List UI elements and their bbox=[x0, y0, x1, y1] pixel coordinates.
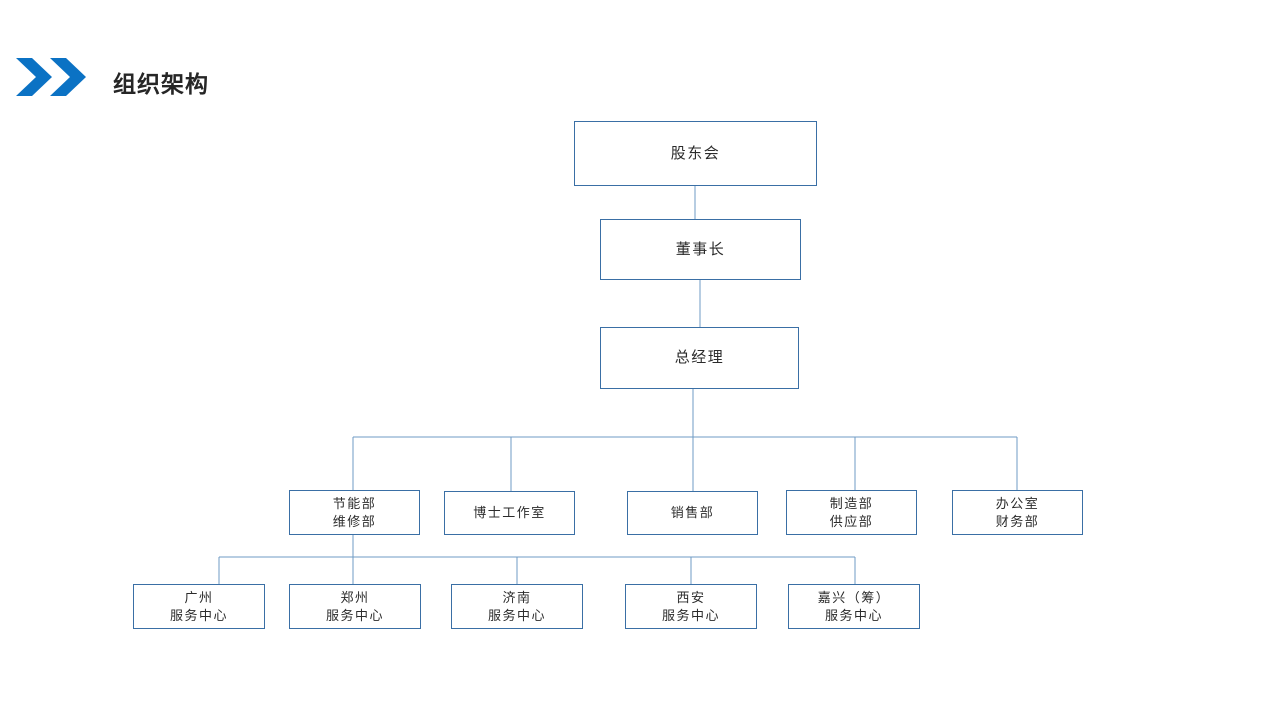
org-node-energy-maintenance[interactable]: 节能部 维修部 bbox=[289, 490, 420, 535]
org-node-label-line2: 财务部 bbox=[995, 513, 1040, 529]
org-node-label: 董事长 bbox=[675, 240, 726, 258]
org-node-label-line2: 服务中心 bbox=[661, 607, 720, 623]
chevron-right-icon-2 bbox=[48, 56, 88, 98]
org-node-chairman[interactable]: 董事长 bbox=[600, 219, 801, 280]
page-title: 组织架构 bbox=[113, 71, 209, 97]
org-node-label-line1: 制造部 bbox=[829, 496, 874, 512]
double-chevron-right-icon bbox=[14, 56, 92, 98]
org-node-sales[interactable]: 销售部 bbox=[627, 491, 758, 535]
org-node-label-line2: 服务中心 bbox=[824, 607, 883, 623]
org-node-doctoral-studio[interactable]: 博士工作室 bbox=[444, 491, 575, 535]
org-node-label-line1: 郑州 bbox=[340, 590, 370, 606]
org-node-jiaxing-service-center[interactable]: 嘉兴（筹） 服务中心 bbox=[788, 584, 920, 629]
chevron-right-icon-1 bbox=[14, 56, 54, 98]
org-node-label-line2: 服务中心 bbox=[487, 607, 546, 623]
org-node-label-line1: 广州 bbox=[184, 590, 214, 606]
org-node-shareholders[interactable]: 股东会 bbox=[574, 121, 817, 186]
org-node-label: 博士工作室 bbox=[473, 505, 546, 521]
org-node-guangzhou-service-center[interactable]: 广州 服务中心 bbox=[133, 584, 265, 629]
org-node-label: 股东会 bbox=[670, 144, 721, 162]
org-node-label-line2: 供应部 bbox=[829, 513, 874, 529]
page-header: 组织架构 bbox=[0, 0, 1280, 120]
org-node-label: 总经理 bbox=[674, 349, 725, 367]
org-node-xian-service-center[interactable]: 西安 服务中心 bbox=[625, 584, 757, 629]
org-node-label-line1: 办公室 bbox=[995, 496, 1040, 512]
org-node-label: 销售部 bbox=[670, 505, 715, 521]
org-node-jinan-service-center[interactable]: 济南 服务中心 bbox=[451, 584, 583, 629]
org-node-zhengzhou-service-center[interactable]: 郑州 服务中心 bbox=[289, 584, 421, 629]
org-node-label-line1: 济南 bbox=[502, 590, 532, 606]
org-node-label-line1: 嘉兴（筹） bbox=[817, 590, 891, 606]
org-node-label-line2: 服务中心 bbox=[325, 607, 384, 623]
org-node-label-line2: 服务中心 bbox=[169, 607, 228, 623]
org-node-manufacturing-supply[interactable]: 制造部 供应部 bbox=[786, 490, 917, 535]
org-node-label-line1: 西安 bbox=[676, 590, 706, 606]
org-node-general-manager[interactable]: 总经理 bbox=[600, 327, 799, 389]
org-node-office-finance[interactable]: 办公室 财务部 bbox=[952, 490, 1083, 535]
org-node-label-line2: 维修部 bbox=[332, 513, 377, 529]
org-node-label-line1: 节能部 bbox=[332, 496, 377, 512]
